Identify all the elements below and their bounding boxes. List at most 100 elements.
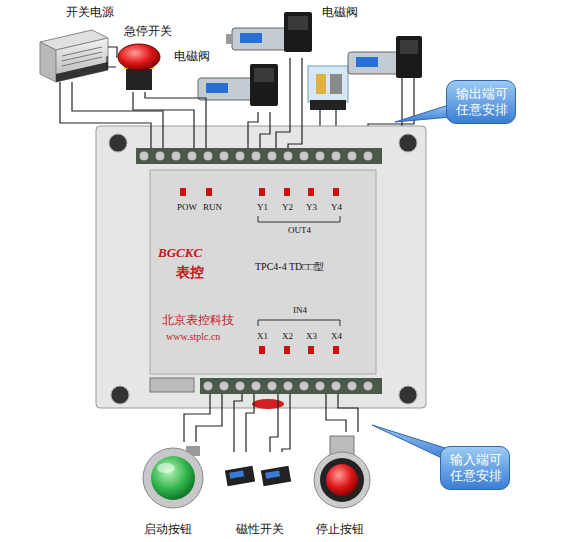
stop-button-illustration	[326, 464, 358, 496]
terminal-screw	[219, 381, 229, 391]
solenoid-valve-illustration	[356, 57, 378, 67]
solenoid-valve-illustration	[206, 83, 228, 93]
led	[284, 188, 290, 196]
panel-label: Y1	[257, 203, 268, 213]
plc-module-body	[399, 134, 417, 152]
terminal-screw	[203, 381, 373, 391]
callout-text: 输出端可任意安排	[453, 86, 511, 117]
power-supply: 开关电源	[38, 30, 108, 82]
push-button: 启动按钮	[140, 442, 206, 512]
terminal-screw	[203, 381, 213, 391]
callout-bubble: 输出端可任意安排	[446, 80, 516, 124]
panel-label: RUN	[203, 203, 222, 213]
panel-label: POW	[177, 203, 197, 213]
device-label: 急停开关	[124, 24, 186, 38]
wire	[326, 394, 358, 432]
terminal-screw	[267, 151, 277, 161]
callout-bubble: 输入端可任意安排	[440, 446, 510, 490]
panel-label: 表控	[176, 265, 204, 280]
led	[259, 188, 265, 196]
magnetic-switch: 磁性开关	[222, 452, 298, 506]
relay-illustration	[330, 74, 342, 94]
magnetic-switch-illustration	[229, 470, 244, 478]
plc-module-body	[399, 386, 417, 404]
panel-label: X1	[257, 332, 268, 342]
plc-module-body	[96, 126, 426, 408]
power-supply-illustration	[40, 30, 108, 82]
wire	[184, 394, 222, 442]
terminal-screw	[347, 381, 357, 391]
solenoid-valve-illustration	[226, 12, 312, 52]
bracket	[258, 320, 340, 326]
solenoid-valve-illustration	[348, 36, 422, 78]
terminal-screw	[283, 151, 293, 161]
plc-module-body	[109, 134, 127, 152]
terminal-screw	[331, 151, 341, 161]
plc-module-body	[111, 386, 129, 404]
terminal-screw	[299, 151, 309, 161]
panel-label: BGCKC	[158, 246, 202, 260]
start-button-illustration	[143, 448, 203, 508]
device-label: 电磁阀	[322, 5, 372, 19]
panel-label: X2	[282, 332, 293, 342]
plc-module-body	[136, 148, 382, 164]
relay-illustration	[308, 66, 348, 110]
plc-module-body	[96, 126, 426, 409]
solenoid-valve-illustration	[396, 36, 422, 78]
plc-module-body	[252, 399, 284, 409]
terminal-screw	[171, 151, 181, 161]
stop-button-illustration	[320, 458, 364, 502]
solenoid-valve: 电磁阀	[196, 66, 276, 112]
terminal-screw	[203, 151, 213, 161]
terminal-screw	[347, 151, 357, 161]
led	[308, 188, 314, 196]
panel-label: OUT4	[288, 226, 311, 236]
terminal-screw	[315, 381, 325, 391]
emergency-stop: 急停开关	[116, 44, 162, 92]
led	[333, 346, 339, 354]
device-label: 磁性开关	[236, 522, 298, 536]
led	[180, 188, 186, 196]
start-button-illustration	[157, 463, 175, 473]
start-button-illustration	[151, 456, 195, 500]
panel-label: www.stplc.cn	[166, 331, 220, 342]
magnetic-switch-illustration	[225, 466, 255, 487]
terminal-screw	[235, 151, 245, 161]
stop-button-illustration	[314, 436, 370, 508]
emergency-stop-illustration	[118, 44, 160, 90]
panel-label: Y3	[306, 203, 317, 213]
power-supply-illustration	[62, 47, 102, 56]
panel-label: Y2	[282, 203, 293, 213]
panel-label: IN4	[293, 306, 307, 316]
power-supply-illustration	[56, 62, 108, 82]
device-label: 电磁阀	[174, 49, 224, 63]
led	[284, 346, 290, 354]
device-label: 启动按钮	[144, 522, 206, 536]
relay-illustration	[308, 66, 348, 102]
start-button-illustration	[143, 446, 203, 508]
terminal-screw	[235, 381, 245, 391]
terminal-screw	[251, 151, 261, 161]
solenoid-valve-illustration	[232, 28, 290, 50]
solenoid-valve-illustration	[226, 34, 232, 44]
terminal-screw	[155, 151, 165, 161]
terminal-screw	[187, 151, 197, 161]
emergency-stop-illustration	[118, 44, 160, 70]
terminal-screw	[219, 151, 229, 161]
solenoid-valve-illustration	[284, 12, 312, 52]
solenoid-valve-illustration	[400, 40, 418, 54]
relay-illustration	[310, 100, 346, 110]
plc-module: TPC4-4 TD□□型	[100, 148, 422, 394]
magnetic-switch-illustration	[225, 466, 291, 487]
wire	[107, 47, 117, 67]
terminal-screw	[331, 381, 341, 391]
solenoid-valve-illustration	[250, 64, 278, 106]
magnetic-switch-illustration	[265, 470, 280, 478]
led	[308, 346, 314, 354]
magnetic-switch-illustration	[261, 466, 291, 487]
wire	[60, 82, 163, 148]
device-label: 开关电源	[66, 5, 128, 19]
terminal-screw	[315, 151, 325, 161]
callout-text: 输入端可任意安排	[447, 452, 505, 483]
